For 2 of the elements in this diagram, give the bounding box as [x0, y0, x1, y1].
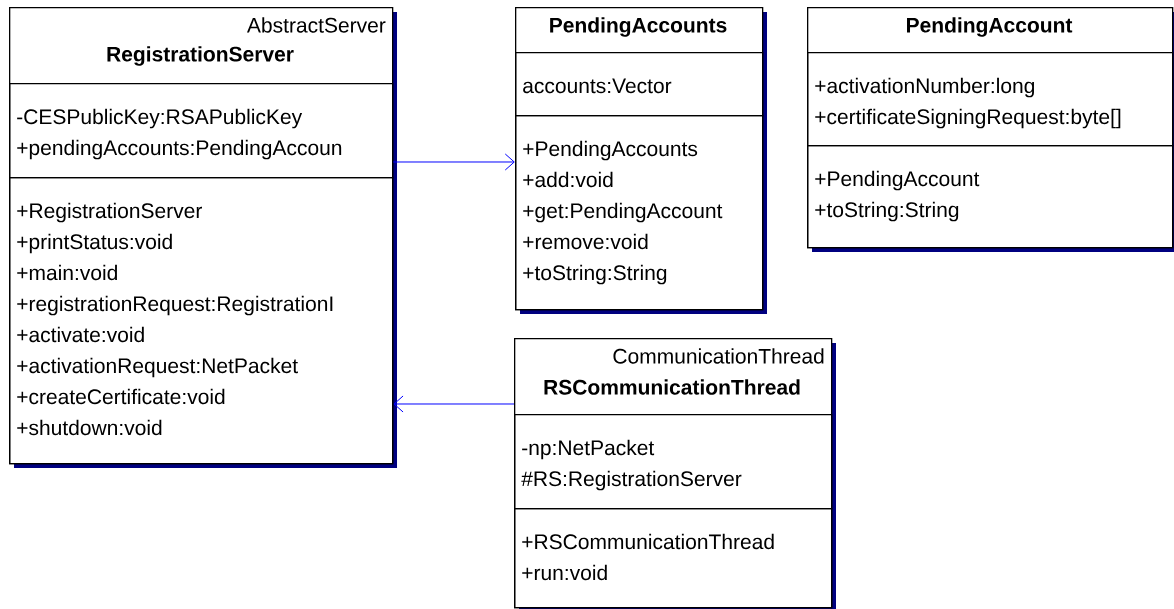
association-arrow [392, 153, 515, 171]
association-arrow [393, 395, 515, 413]
